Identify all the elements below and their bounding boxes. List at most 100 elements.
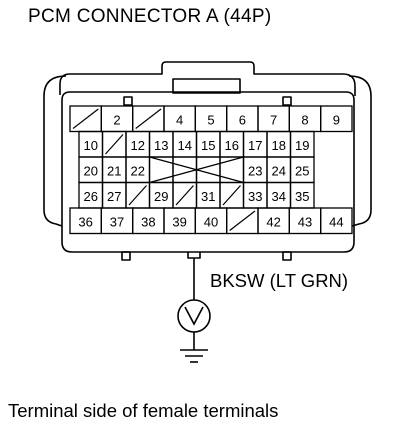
- terminal-44: 44: [320, 207, 353, 235]
- terminal-empty: [148, 156, 174, 184]
- connector-latch-right: [351, 96, 372, 227]
- terminal-6: 6: [226, 105, 259, 133]
- terminal-cell: [172, 156, 198, 184]
- housing-tab: [121, 251, 131, 261]
- terminal-29: 29: [148, 181, 174, 209]
- terminal-empty: [219, 156, 245, 184]
- terminal-43: 43: [288, 207, 322, 235]
- terminal-5: 5: [194, 105, 228, 133]
- terminal-12: 12: [125, 130, 151, 158]
- terminal-7: 7: [257, 105, 290, 133]
- terminal-8: 8: [288, 105, 322, 133]
- terminal-9: 9: [320, 105, 353, 133]
- terminal-cell: [195, 156, 221, 184]
- terminal-22: 22: [125, 156, 151, 184]
- terminal-empty: [195, 156, 221, 184]
- terminal-16: 16: [219, 130, 245, 158]
- voltmeter-icon: [177, 299, 211, 333]
- connector-housing: [61, 91, 355, 253]
- terminal-number: 24: [272, 163, 286, 178]
- terminal-number: 27: [107, 189, 121, 204]
- terminal-number: 6: [239, 112, 246, 127]
- unused-terminal-slash: [222, 185, 241, 206]
- voltmeter-v-glyph: [184, 306, 204, 326]
- terminal-number: 31: [201, 189, 215, 204]
- terminal-number: 20: [84, 163, 98, 178]
- terminal-cell: [148, 156, 174, 184]
- housing-tab: [123, 96, 133, 106]
- diagram-caption: Terminal side of female terminals: [8, 400, 279, 421]
- terminal-number: 43: [298, 214, 312, 229]
- unused-terminal-slash: [175, 185, 194, 206]
- unused-terminal-slash: [72, 108, 99, 129]
- terminal-number: 13: [154, 138, 168, 153]
- terminal-38: 38: [132, 207, 165, 235]
- terminal-empty: [125, 181, 151, 209]
- terminal-number: 16: [225, 138, 239, 153]
- terminal-number: 15: [201, 138, 215, 153]
- connector-title: PCM CONNECTOR A (44P): [28, 6, 272, 27]
- terminal-number: 10: [84, 138, 98, 153]
- terminal-10: 10: [78, 130, 104, 158]
- terminal-42: 42: [257, 207, 290, 235]
- unused-terminal-slash: [229, 210, 256, 231]
- terminal-number: 18: [272, 138, 286, 153]
- terminal-18: 18: [266, 130, 292, 158]
- wire-label: BKSW (LT GRN): [210, 270, 349, 291]
- terminal-number: 29: [154, 189, 168, 204]
- terminal-36: 36: [69, 207, 102, 235]
- terminal-35: 35: [289, 181, 315, 209]
- terminal-33: 33: [242, 181, 268, 209]
- terminal-number: 5: [207, 112, 214, 127]
- terminal-23: 23: [242, 156, 268, 184]
- unused-terminal-slash: [105, 134, 124, 155]
- housing-tab: [282, 96, 292, 106]
- terminal-empty: [226, 207, 259, 235]
- terminal-17: 17: [242, 130, 268, 158]
- terminal-empty: [69, 105, 102, 133]
- terminal-34: 34: [266, 181, 292, 209]
- terminal-number: 37: [110, 214, 124, 229]
- terminal-empty: [132, 105, 165, 133]
- terminal-empty: [101, 130, 127, 158]
- terminal-number: 36: [78, 214, 92, 229]
- terminal-number: 44: [329, 214, 343, 229]
- terminal-number: 9: [333, 112, 340, 127]
- terminal-number: 42: [266, 214, 280, 229]
- terminal-number: 25: [295, 163, 309, 178]
- terminal-27: 27: [101, 181, 127, 209]
- terminal-37: 37: [100, 207, 134, 235]
- terminal-number: 2: [113, 112, 120, 127]
- terminal-21: 21: [101, 156, 127, 184]
- terminal-number: 26: [84, 189, 98, 204]
- terminal-number: 21: [107, 163, 121, 178]
- terminal-number: 35: [295, 189, 309, 204]
- terminal-14: 14: [172, 130, 198, 158]
- terminal-26: 26: [78, 181, 104, 209]
- terminal-cell: [320, 207, 353, 235]
- housing-tab: [282, 251, 292, 261]
- connector-latch-left: [43, 96, 63, 227]
- terminal-number: 23: [248, 163, 262, 178]
- terminal-cell: [320, 105, 353, 133]
- terminal-number: 7: [270, 112, 277, 127]
- terminal-number: 19: [295, 138, 309, 153]
- terminal-empty: [219, 181, 245, 209]
- terminal-13: 13: [148, 130, 174, 158]
- unused-terminal-slash: [135, 108, 162, 129]
- unused-terminal-slash: [128, 185, 147, 206]
- terminal-2: 2: [100, 105, 134, 133]
- terminal-25: 25: [289, 156, 315, 184]
- terminal-number: 8: [301, 112, 308, 127]
- terminal-40: 40: [194, 207, 228, 235]
- terminal-number: 38: [141, 214, 155, 229]
- terminal-number: 12: [131, 138, 145, 153]
- terminal-number: 4: [176, 112, 183, 127]
- terminal-number: 17: [248, 138, 262, 153]
- blank-block-cross: [149, 156, 244, 184]
- terminal-number: 39: [172, 214, 186, 229]
- terminal-20: 20: [78, 156, 104, 184]
- terminal-number: 22: [131, 163, 145, 178]
- terminal-39: 39: [163, 207, 196, 235]
